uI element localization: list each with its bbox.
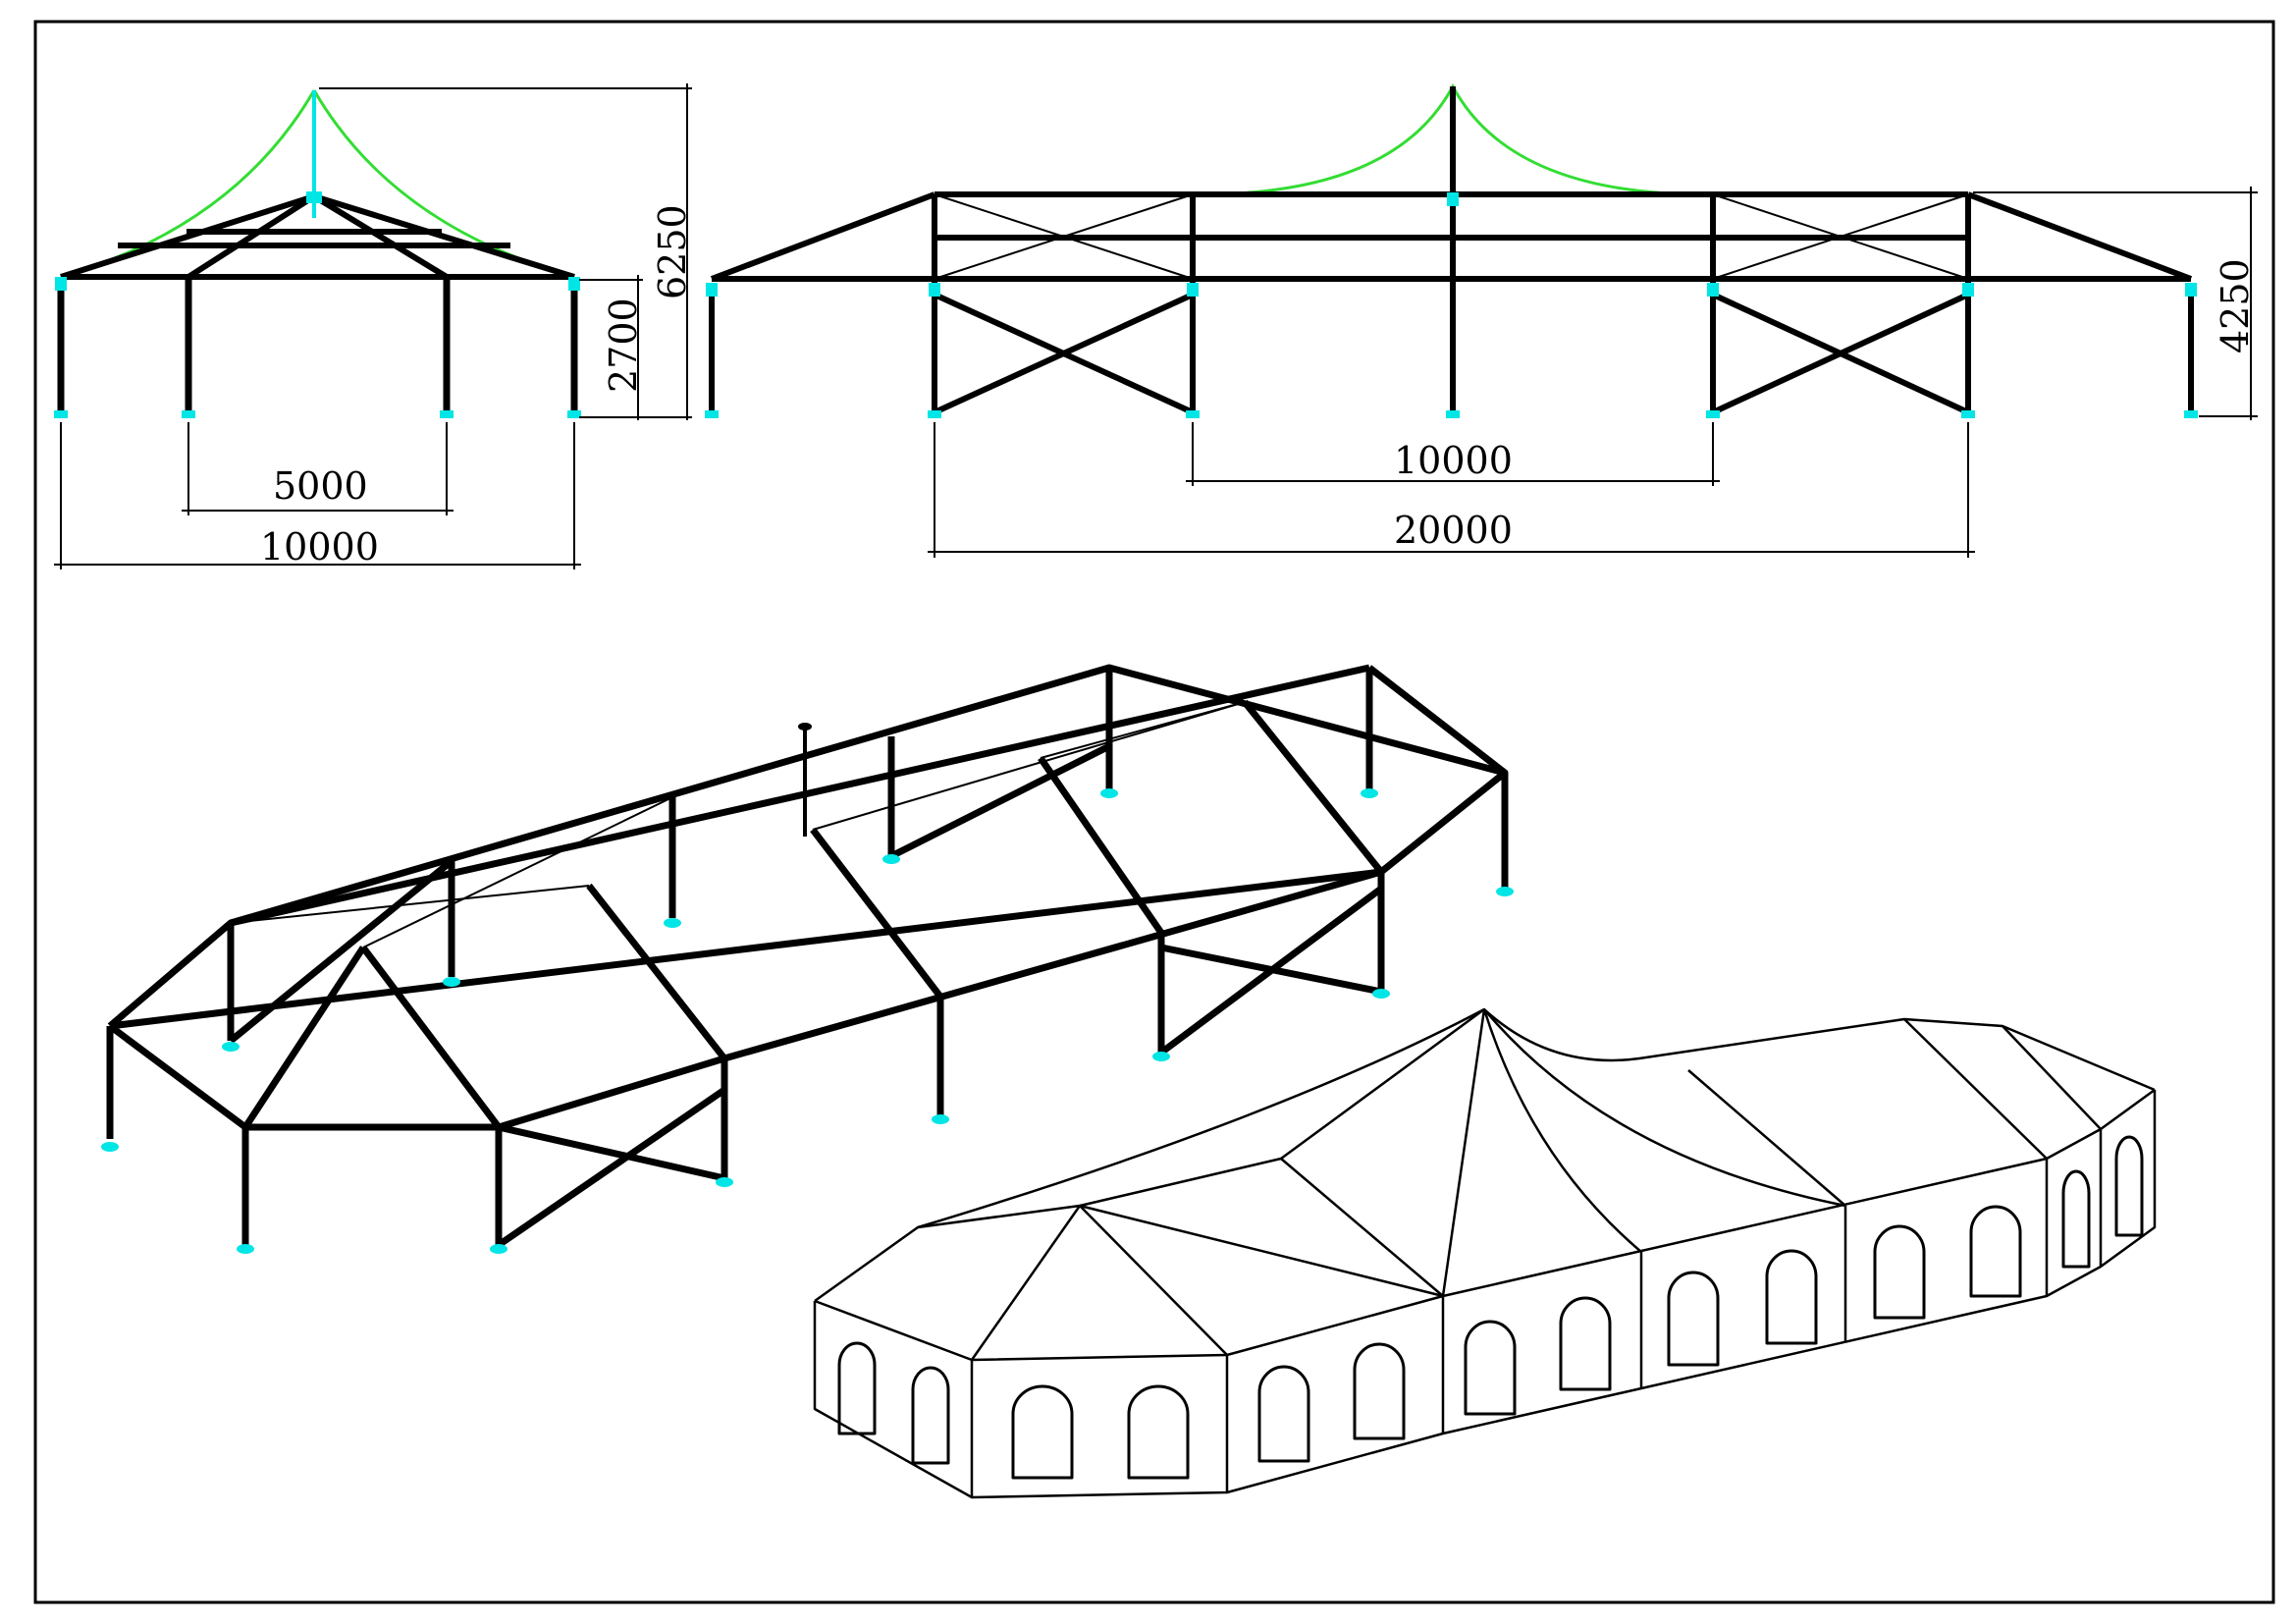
iso-roof-bracing (230, 667, 1246, 948)
front-dim-width-inner: 5000 (273, 464, 368, 508)
drawing-border (33, 20, 2275, 1604)
front-roof-curve-right (312, 89, 575, 279)
side-elevation-view: 4250 10000 20000 (705, 82, 2258, 558)
side-dim-height: 4250 (2214, 258, 2257, 353)
side-dim-total-length: 20000 (1394, 509, 1513, 552)
side-dim-center-span: 10000 (1394, 439, 1513, 482)
iso-mast-top (798, 723, 812, 731)
front-elevation-view: 6250 2700 5000 10000 (54, 83, 694, 569)
front-roof-curve-left (60, 89, 316, 279)
iso-frame-members (106, 664, 1509, 1248)
side-dimension-lines (928, 187, 2258, 558)
isometric-frame-view (101, 664, 1514, 1254)
side-joints (705, 192, 2198, 418)
tent-windows (837, 1135, 2144, 1480)
front-dimension-lines (54, 83, 692, 569)
iso-joints (101, 788, 1514, 1254)
front-roof-frame (60, 193, 575, 280)
side-frame (709, 86, 2194, 415)
front-dim-height-eave: 2700 (602, 298, 645, 393)
front-legs (57, 280, 578, 412)
front-dim-height-total: 6250 (651, 204, 694, 299)
front-joints (54, 191, 581, 418)
side-roof-bracing (934, 193, 1969, 280)
isometric-covered-tent-view (813, 1007, 2157, 1499)
front-dim-width-total: 10000 (260, 525, 379, 568)
